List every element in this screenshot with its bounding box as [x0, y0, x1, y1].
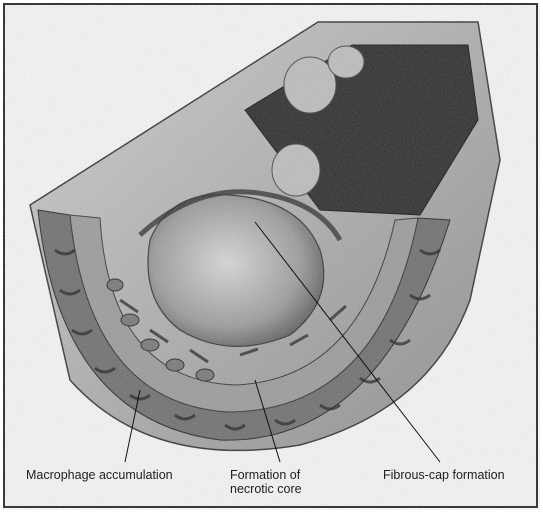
- label-necrotic-line2: necrotic core: [230, 482, 302, 496]
- label-necrotic-line1: Formation of: [230, 468, 302, 482]
- label-macrophage-accumulation: Macrophage accumulation: [26, 468, 173, 482]
- label-fibrous-cap-formation: Fibrous-cap formation: [383, 468, 505, 482]
- label-necrotic-core: Formation of necrotic core: [230, 468, 302, 496]
